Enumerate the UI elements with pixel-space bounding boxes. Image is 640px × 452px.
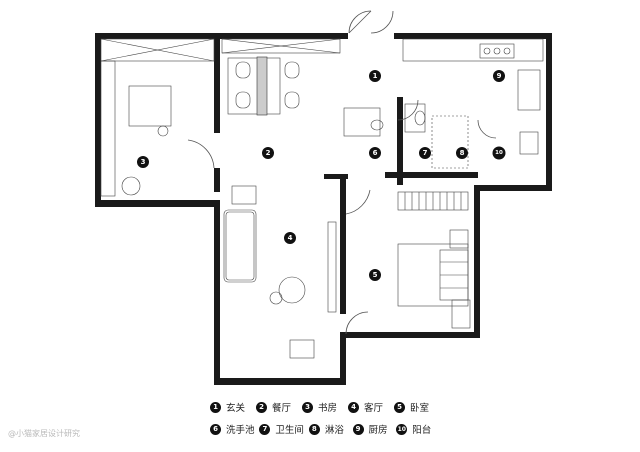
svg-text:7: 7 — [423, 149, 428, 157]
room-marker-2: 2 — [262, 147, 274, 159]
legend-item-9: 9 厨房 — [352, 422, 395, 436]
room-marker-1: 1 — [369, 70, 381, 82]
legend-number-9: 9 — [352, 423, 364, 435]
legend-label-10: 阳台 — [412, 425, 432, 436]
legend-item-6: 6 洗手池 — [210, 422, 257, 436]
room-marker-4: 4 — [284, 232, 296, 244]
legend-label-4: 客厅 — [364, 403, 384, 414]
legend-number-2: 2 — [256, 401, 267, 413]
legend: 1 玄关 2 餐厅 3 书房 4 客厅 5 卧室 6 洗手池 7 卫生间 8 — [210, 398, 440, 442]
legend-number-5: 5 — [394, 401, 405, 413]
legend-label-3: 书房 — [318, 403, 338, 414]
room-markers: 1 2 3 4 5 6 7 8 9 10 — [137, 70, 506, 281]
legend-label-9: 厨房 — [368, 425, 388, 436]
legend-label-5: 卧室 — [410, 403, 430, 414]
legend-item-8: 8 淋浴 — [308, 422, 351, 436]
legend-label-1: 玄关 — [226, 403, 246, 414]
doors — [187, 10, 497, 335]
svg-text:2: 2 — [266, 149, 271, 157]
legend-number-6: 6 — [210, 423, 221, 435]
legend-row-1: 1 玄关 2 餐厅 3 书房 4 客厅 5 卧室 — [210, 398, 440, 416]
svg-text:1: 1 — [373, 72, 378, 80]
room-marker-5: 5 — [369, 269, 381, 281]
room-marker-10: 10 — [492, 146, 506, 160]
room-marker-6: 6 — [369, 147, 381, 159]
floor-plan: 1 2 3 4 5 6 7 8 9 10 — [95, 10, 552, 385]
room-marker-8: 8 — [456, 147, 468, 159]
legend-number-1: 1 — [210, 401, 221, 413]
legend-number-8: 8 — [308, 423, 320, 435]
watermark: @小猫家居设计研究 — [8, 429, 80, 438]
svg-text:4: 4 — [288, 234, 293, 242]
legend-label-7: 卫生间 — [275, 425, 304, 436]
legend-item-1: 1 玄关 — [210, 400, 254, 414]
svg-text:9: 9 — [497, 72, 502, 80]
legend-number-10: 10 — [396, 423, 408, 435]
legend-item-5: 5 卧室 — [394, 400, 438, 414]
room-marker-9: 9 — [493, 70, 505, 82]
legend-item-4: 4 客厅 — [348, 400, 392, 414]
legend-item-3: 3 书房 — [302, 400, 346, 414]
exterior-walls — [95, 33, 552, 385]
legend-label-2: 餐厅 — [272, 403, 292, 414]
svg-text:6: 6 — [373, 149, 378, 157]
legend-item-10: 10 阳台 — [396, 422, 438, 436]
legend-label-8: 淋浴 — [324, 425, 344, 436]
room-marker-7: 7 — [419, 147, 431, 159]
room-marker-3: 3 — [137, 156, 149, 168]
svg-text:5: 5 — [373, 271, 378, 279]
legend-number-3: 3 — [302, 401, 313, 413]
legend-row-2: 6 洗手池 7 卫生间 8 淋浴 9 厨房 10 阳台 — [210, 420, 440, 438]
cabinetry — [100, 38, 544, 359]
legend-number-4: 4 — [348, 401, 359, 413]
legend-number-7: 7 — [259, 423, 271, 435]
svg-text:8: 8 — [460, 149, 465, 157]
svg-text:10: 10 — [495, 150, 503, 156]
legend-label-6: 洗手池 — [226, 425, 255, 436]
svg-text:3: 3 — [141, 158, 146, 166]
legend-item-2: 2 餐厅 — [256, 400, 300, 414]
legend-item-7: 7 卫生间 — [259, 422, 306, 436]
